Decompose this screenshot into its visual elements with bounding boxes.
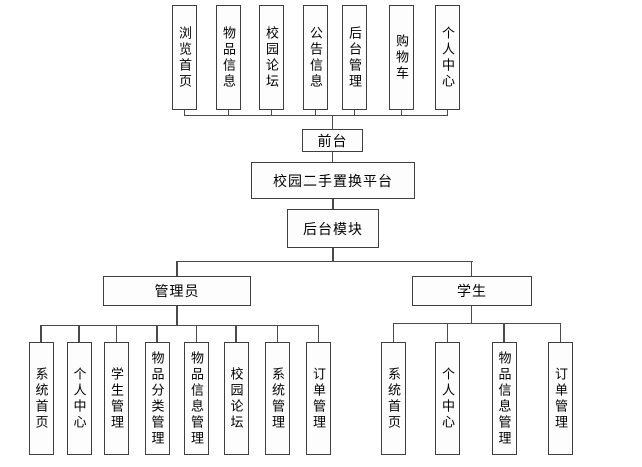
connector-line — [503, 323, 505, 342]
connector-line — [470, 261, 473, 276]
connector-line — [184, 114, 448, 116]
connector-line — [314, 110, 317, 115]
admin-system-management-label: 系统管理 — [270, 366, 285, 431]
student-order-management: 订单管理 — [548, 342, 573, 455]
connector-line — [176, 261, 178, 276]
connector-line — [183, 110, 186, 115]
node-backend-management: 后台管理 — [342, 5, 367, 110]
node-frontend-label: 前台 — [317, 132, 348, 149]
node-student-label: 学生 — [457, 283, 487, 299]
node-platform-label: 校园二手置换平台 — [273, 172, 393, 189]
node-shopping-cart-label: 购物车 — [394, 33, 409, 82]
node-admin: 管理员 — [103, 276, 251, 306]
node-backend-management-label: 后台管理 — [347, 25, 362, 90]
student-personal-center-label: 个人中心 — [440, 366, 455, 431]
admin-system-management: 系统管理 — [265, 342, 290, 455]
node-backend-module-label: 后台模块 — [303, 220, 363, 237]
student-system-home: 系统首页 — [381, 342, 406, 455]
admin-student-management: 学生管理 — [104, 342, 129, 455]
connector-line — [276, 325, 279, 342]
node-personal-center-label: 个人中心 — [440, 25, 455, 90]
admin-order-management: 订单管理 — [306, 342, 331, 455]
connector-line — [470, 306, 473, 323]
connector-line — [446, 323, 449, 342]
node-platform: 校园二手置换平台 — [251, 162, 415, 199]
admin-system-home-label: 系统首页 — [33, 366, 49, 431]
connector-line — [400, 110, 403, 115]
node-frontend: 前台 — [302, 129, 363, 152]
node-announcement-info: 公告信息 — [303, 5, 328, 110]
student-order-management-label: 订单管理 — [553, 366, 568, 431]
node-shopping-cart: 购物车 — [389, 5, 414, 110]
node-item-info-label: 物品信息 — [221, 25, 236, 90]
admin-campus-forum-label: 校园论坛 — [228, 366, 244, 431]
connector-line — [40, 325, 42, 342]
connector-line — [392, 323, 395, 342]
node-campus-forum: 校园论坛 — [259, 5, 284, 110]
node-campus-forum-label: 校园论坛 — [264, 25, 279, 90]
admin-student-management-label: 学生管理 — [109, 366, 124, 431]
connector-line — [270, 110, 273, 115]
admin-item-category-management-label: 物品分类管理 — [149, 350, 165, 447]
admin-order-management-label: 订单管理 — [311, 366, 326, 431]
connector-line — [78, 325, 80, 342]
node-item-info: 物品信息 — [216, 5, 241, 110]
connector-line — [156, 325, 158, 342]
connector-line — [331, 152, 334, 162]
connector-line — [332, 199, 334, 209]
node-browse-home: 浏览首页 — [172, 5, 197, 110]
connector-line — [332, 248, 334, 261]
node-announcement-info-label: 公告信息 — [308, 25, 323, 90]
node-student: 学生 — [412, 276, 532, 306]
connector-line — [559, 323, 562, 342]
connector-line — [115, 325, 118, 342]
student-item-info-management: 物品信息管理 — [491, 342, 517, 455]
node-backend-module: 后台模块 — [287, 209, 379, 248]
connector-line — [40, 324, 319, 326]
admin-item-info-management: 物品信息管理 — [184, 342, 209, 455]
admin-item-category-management: 物品分类管理 — [144, 342, 170, 455]
connector-line — [235, 325, 237, 342]
admin-system-home: 系统首页 — [28, 342, 54, 455]
admin-campus-forum: 校园论坛 — [223, 342, 249, 455]
node-personal-center: 个人中心 — [435, 5, 460, 110]
connector-line — [176, 260, 473, 262]
connector-line — [331, 115, 334, 129]
admin-item-info-management-label: 物品信息管理 — [189, 350, 204, 447]
student-item-info-management-label: 物品信息管理 — [496, 350, 512, 447]
student-personal-center: 个人中心 — [435, 342, 460, 455]
connector-line — [195, 325, 198, 342]
node-admin-label: 管理员 — [154, 283, 200, 299]
admin-personal-center: 个人中心 — [66, 342, 92, 455]
connector-line — [317, 325, 320, 342]
connector-line — [446, 110, 449, 115]
connector-line — [393, 322, 561, 324]
student-system-home-label: 系统首页 — [386, 366, 401, 431]
connector-line — [353, 110, 356, 115]
connector-line — [227, 110, 230, 115]
connector-line — [176, 306, 178, 325]
admin-personal-center-label: 个人中心 — [71, 366, 87, 431]
node-browse-home-label: 浏览首页 — [177, 25, 192, 90]
